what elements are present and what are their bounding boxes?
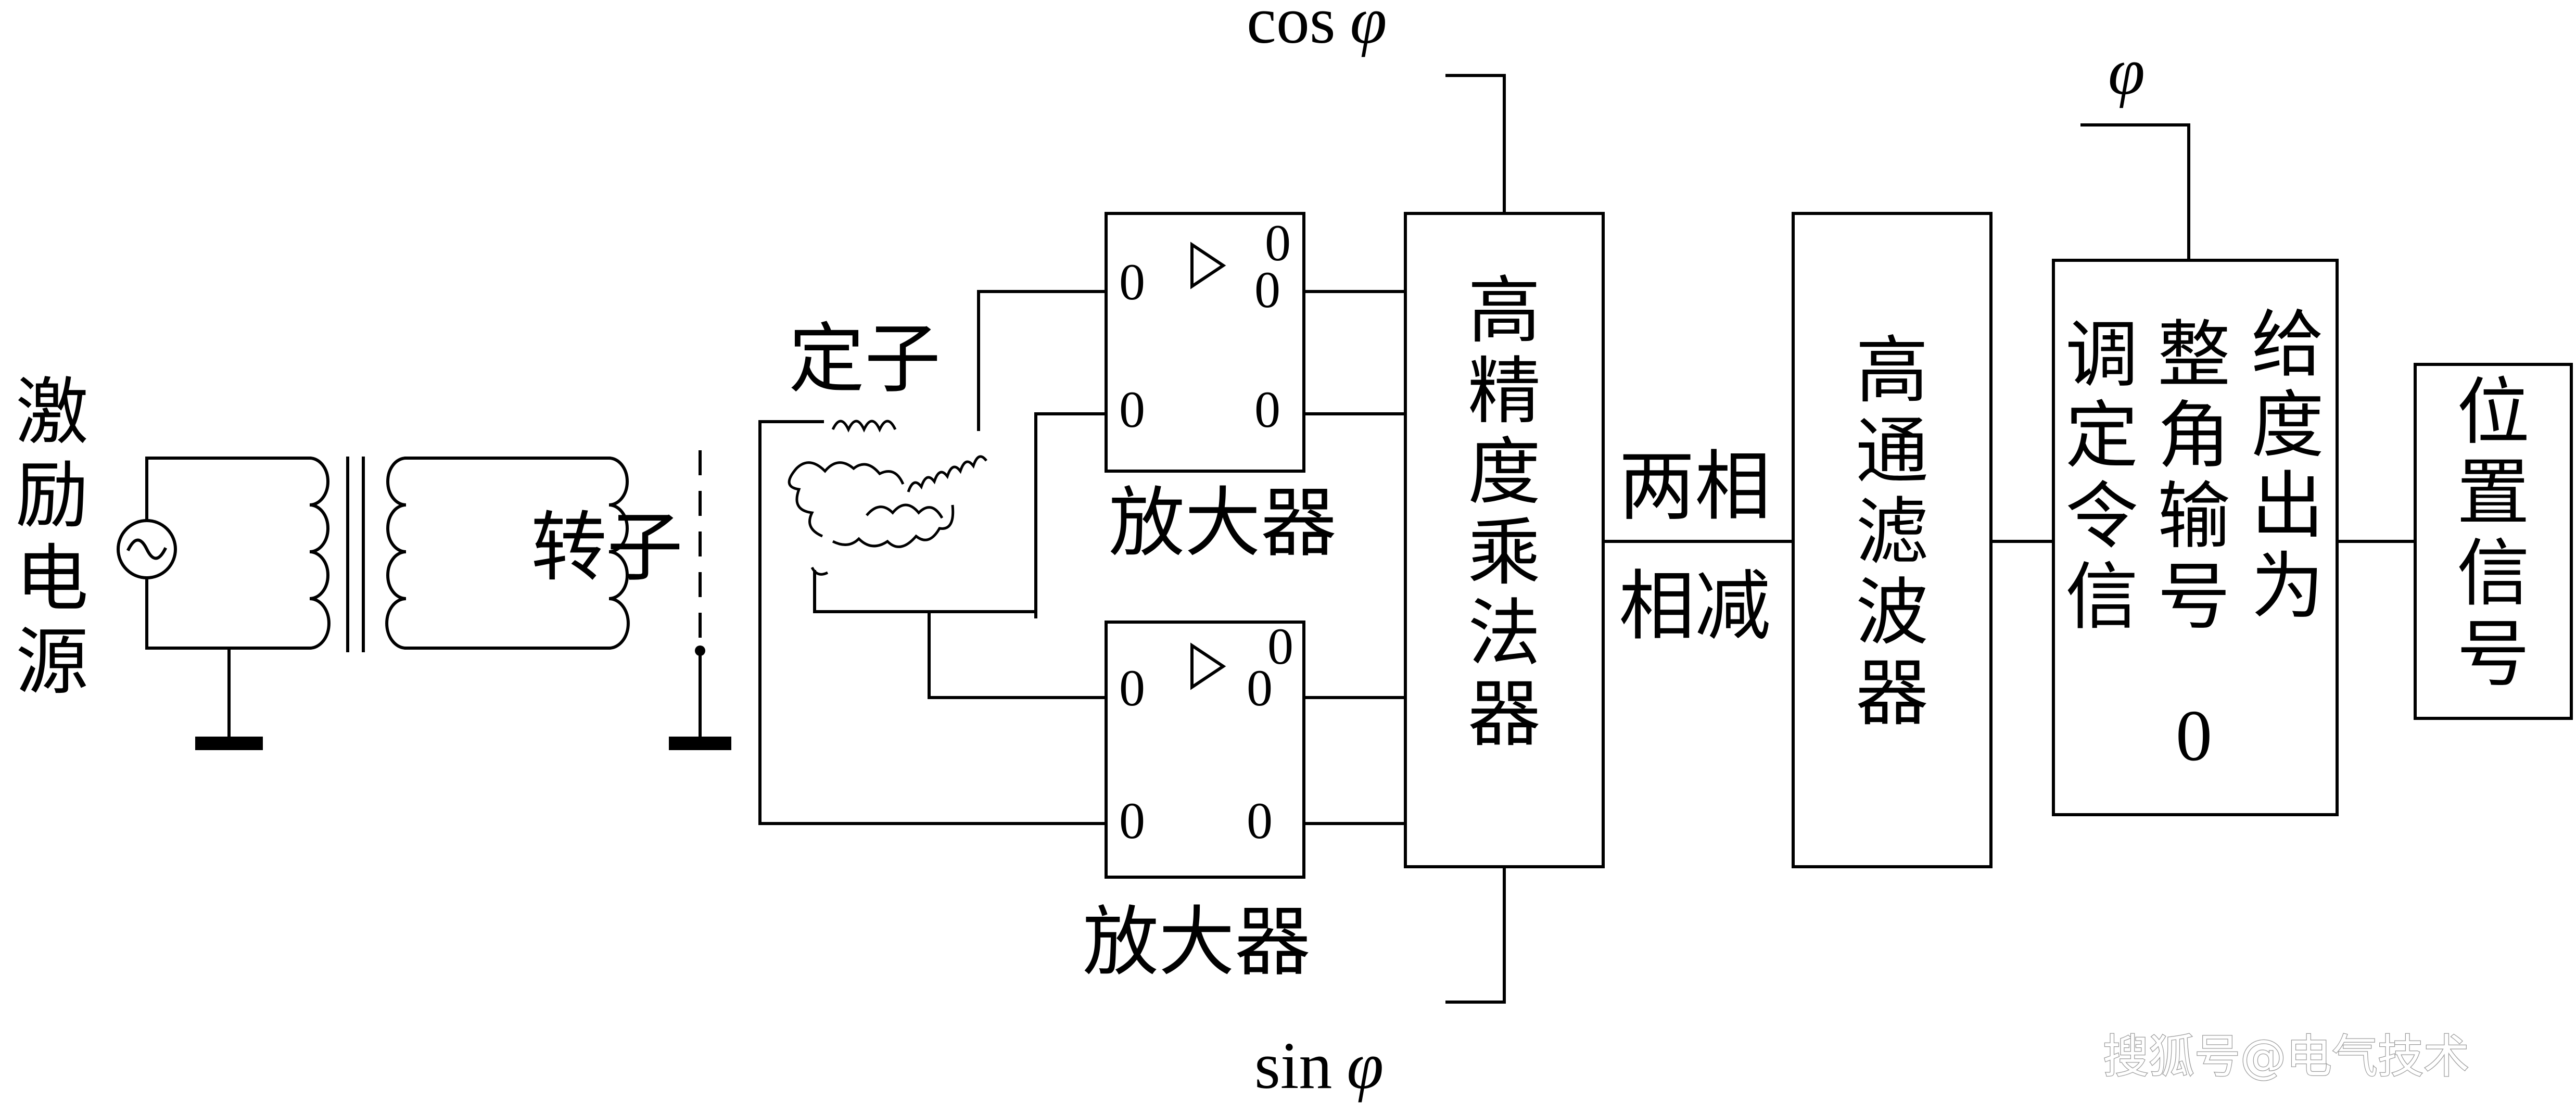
svg-text:度: 度 <box>2251 383 2324 468</box>
excitation-circuit-wires <box>145 457 311 743</box>
svg-text:激: 激 <box>16 370 88 455</box>
ac-source-icon <box>117 519 177 579</box>
svg-text:号: 号 <box>2158 555 2230 640</box>
svg-text:法: 法 <box>1468 591 1541 676</box>
amp-bottom-terminal-in2: 0 <box>1119 792 1145 850</box>
two-phase-label: 两相 <box>1619 442 1771 531</box>
watermark: 搜狐号@电气技术 <box>2103 1030 2469 1083</box>
stator-winding-icon <box>788 420 987 576</box>
svg-text:给: 给 <box>2251 302 2324 387</box>
svg-text:角: 角 <box>2158 394 2230 478</box>
highpass-filter-box <box>1792 212 1993 868</box>
rotor-winding-wires <box>404 457 611 650</box>
rotor-ground-node <box>695 645 705 656</box>
amplifier-top-box <box>1105 212 1305 473</box>
controller-label: 调 定 令 信 整 角 输 号 给 度 出 为 0 <box>2065 302 2324 776</box>
stator-label: 定子 <box>789 315 941 403</box>
subtract-label: 相减 <box>1619 562 1771 651</box>
svg-text:置: 置 <box>2457 451 2530 536</box>
svg-text:输: 输 <box>2158 474 2230 559</box>
svg-text:调: 调 <box>2065 313 2138 398</box>
position-signal-label: 位 置 信 号 <box>2457 370 2530 697</box>
svg-text:乘: 乘 <box>1468 511 1541 596</box>
svg-text:滤: 滤 <box>1856 490 1928 575</box>
phi-input-wire <box>2080 123 2190 262</box>
svg-text:位: 位 <box>2457 370 2530 455</box>
excitation-source-label: 激 励 电 源 <box>16 370 88 705</box>
amp-top-terminal-in2: 0 <box>1119 381 1145 438</box>
cos-input-wire <box>1445 74 1506 215</box>
amp-top-terminal-in1: 0 <box>1119 253 1145 311</box>
svg-text:通: 通 <box>1856 409 1928 494</box>
amplifier-bottom-triangle-icon <box>1190 642 1226 690</box>
svg-text:出: 出 <box>2251 464 2324 549</box>
amplifier-top-label: 放大器 <box>1109 479 1337 567</box>
position-signal-box <box>2414 363 2573 720</box>
svg-text:源: 源 <box>16 620 88 705</box>
amp-bottom-terminal-in1: 0 <box>1119 659 1145 717</box>
svg-text:电: 电 <box>16 537 88 622</box>
svg-text:令: 令 <box>2065 474 2138 559</box>
phi-label: φ <box>2108 34 2145 108</box>
amp-top-terminal-out1: 0 <box>1254 261 1280 319</box>
svg-text:定: 定 <box>2065 394 2138 478</box>
svg-text:度: 度 <box>1468 430 1541 515</box>
svg-text:励: 励 <box>16 453 88 538</box>
svg-text:高: 高 <box>1856 328 1928 413</box>
svg-text:波: 波 <box>1856 571 1928 655</box>
svg-text:为: 为 <box>2251 545 2324 629</box>
amplifier-top-triangle-icon <box>1190 242 1226 289</box>
amplifier-bottom-box <box>1105 621 1305 879</box>
svg-text:器: 器 <box>1468 672 1541 757</box>
svg-text:精: 精 <box>1468 349 1541 434</box>
transformer-core <box>346 457 365 652</box>
secondary-coil-left-icon <box>385 456 408 650</box>
stator-wires <box>758 290 1108 825</box>
rotor-coil-icon <box>607 456 630 650</box>
controller-box <box>2052 259 2339 816</box>
primary-coil-icon <box>308 456 331 650</box>
svg-text:器: 器 <box>1856 651 1928 736</box>
amp-top-terminal-ref: 0 <box>1265 214 1291 272</box>
sin-input-wire <box>1445 865 1506 1004</box>
svg-text:0: 0 <box>2176 695 2212 776</box>
amplifier-bottom-label: 放大器 <box>1083 898 1311 986</box>
rotor-label: 转子 <box>531 503 683 592</box>
svg-text:信: 信 <box>2457 531 2530 616</box>
amp-top-terminal-out2: 0 <box>1254 381 1280 438</box>
rotor-ground-icon <box>669 737 731 750</box>
amp-bottom-terminal-out1: 0 <box>1247 659 1273 717</box>
amp-bottom-terminal-out2: 0 <box>1247 792 1273 850</box>
svg-text:整: 整 <box>2158 313 2230 398</box>
svg-text:高: 高 <box>1468 269 1541 353</box>
svg-text:号: 号 <box>2457 612 2530 697</box>
excitation-ground-icon <box>195 737 263 750</box>
svg-text:信: 信 <box>2065 555 2138 640</box>
amp-bottom-terminal-ref: 0 <box>1267 617 1293 675</box>
multiplier-label: 高 精 度 乘 法 器 <box>1468 269 1541 757</box>
highpass-filter-label: 高 通 滤 波 器 <box>1856 328 1928 736</box>
amplifier-to-multiplier-wires <box>1302 290 1407 825</box>
